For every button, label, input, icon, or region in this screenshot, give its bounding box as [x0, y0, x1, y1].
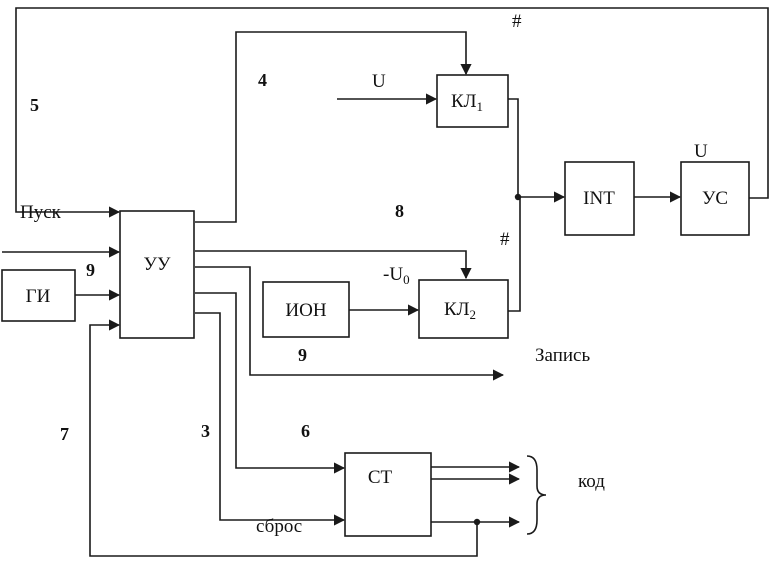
- wire-ct-feedback-to-uu: [89, 319, 478, 557]
- line-number-8: 8: [395, 201, 404, 221]
- signal-pusk: Пуск: [20, 202, 62, 223]
- block-kl1-subscript: 1: [477, 99, 484, 114]
- signal-sbros: сброс: [256, 516, 302, 537]
- block-ion-label: ИОН: [285, 300, 326, 321]
- block-kl1-label: КЛ: [451, 91, 477, 112]
- block-kl2[interactable]: КЛ2: [418, 279, 509, 339]
- block-us[interactable]: УС: [680, 161, 750, 236]
- line-number-5: 5: [30, 95, 39, 115]
- block-kl1[interactable]: КЛ1: [436, 74, 509, 128]
- junction-dot-int: [514, 193, 522, 201]
- block-ct-label: СТ: [368, 467, 393, 488]
- wire-kl2-to-junction: [508, 197, 521, 312]
- wire-uu-to-ct-reset: [195, 312, 346, 526]
- signal-minus-u0-subscript: 0: [403, 272, 410, 287]
- line-number-7: 7: [60, 424, 69, 444]
- block-ct[interactable]: СТ: [344, 452, 432, 537]
- signal-hash-top: #: [512, 11, 522, 32]
- line-number-4: 4: [258, 70, 267, 90]
- wire-kl1-to-junction: [508, 98, 519, 197]
- junction-dot-ct: [473, 518, 481, 526]
- line-number-3: 3: [201, 421, 210, 441]
- block-kl2-label: КЛ: [444, 299, 470, 320]
- signal-hash-mid: #: [500, 229, 510, 250]
- line-number-6: 6: [301, 421, 310, 441]
- signal-minus-u0: -U: [383, 264, 403, 285]
- wire-uu-to-zapis: [195, 266, 505, 381]
- svg-text:КЛ2: КЛ2: [444, 299, 476, 322]
- wire-us-feedback-to-uu: [15, 7, 769, 218]
- signal-zapis: Запись: [535, 345, 590, 366]
- block-us-label: УС: [702, 188, 728, 209]
- svg-text:-U0: -U0: [383, 264, 410, 287]
- block-uu-label: УУ: [144, 254, 171, 275]
- signal-kod: код: [578, 471, 605, 492]
- wire-uu-to-ct: [195, 292, 346, 474]
- block-kl2-subscript: 2: [470, 307, 477, 322]
- line-number-9-upper: 9: [86, 260, 95, 280]
- block-int[interactable]: INT: [564, 161, 635, 236]
- signal-u-output: U: [694, 141, 708, 162]
- wire-uu-to-kl1: [195, 31, 472, 223]
- block-gi-label: ГИ: [26, 286, 51, 307]
- block-uu[interactable]: УУ: [119, 210, 195, 339]
- block-ion[interactable]: ИОН: [262, 281, 350, 338]
- wire-uu-to-kl2: [195, 250, 472, 280]
- line-number-9-lower: 9: [298, 345, 307, 365]
- block-gi[interactable]: ГИ: [1, 269, 76, 322]
- block-int-label: INT: [583, 188, 615, 209]
- kod-brace: [526, 455, 547, 535]
- svg-text:КЛ1: КЛ1: [451, 91, 483, 114]
- signal-u-input: U: [372, 71, 386, 92]
- wires: [2, 7, 769, 557]
